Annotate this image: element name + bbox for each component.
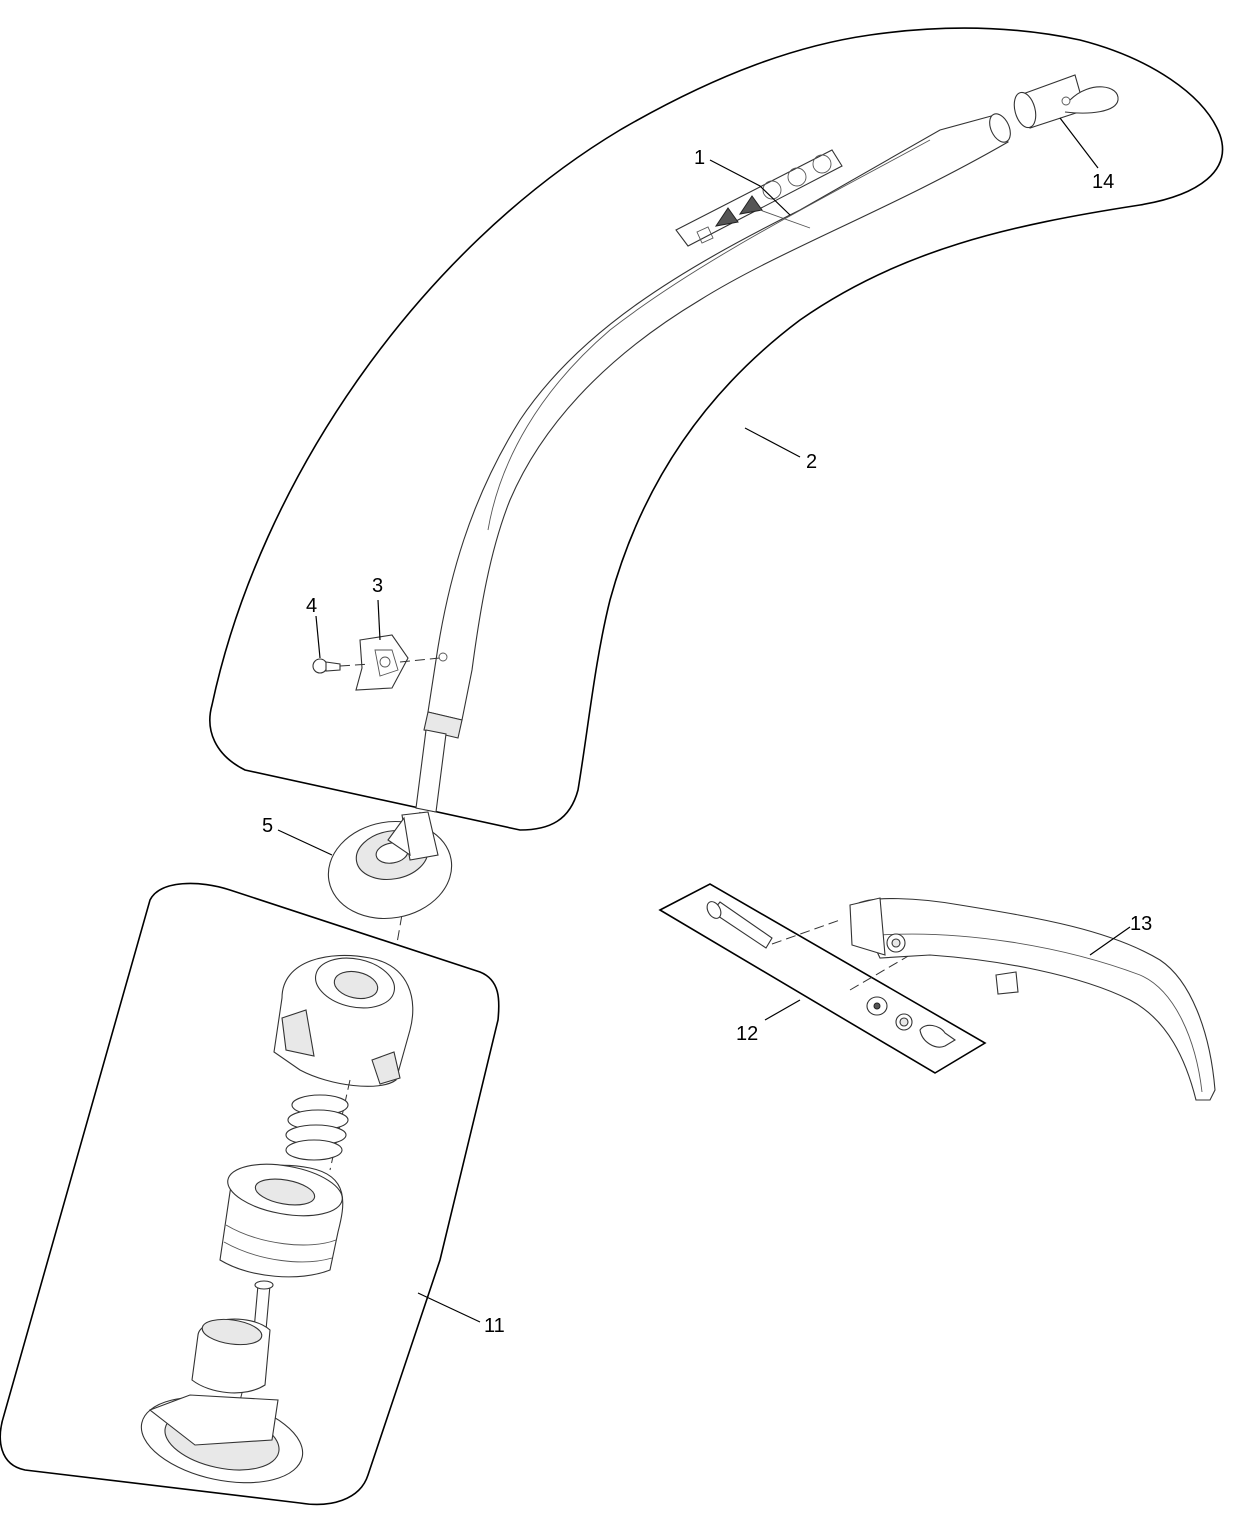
callout-13: 13 — [1130, 913, 1152, 935]
guard-washer — [327, 811, 453, 920]
safety-decal — [675, 149, 843, 247]
callout-11: 11 — [484, 1315, 505, 1337]
spool-cover — [273, 954, 414, 1087]
callout-4: 4 — [306, 595, 317, 617]
spool — [219, 1163, 344, 1278]
spool-bolt — [253, 1280, 274, 1331]
callout-1: 1 — [694, 147, 705, 169]
callout-5: 5 — [262, 815, 273, 837]
leader-3 — [377, 599, 381, 641]
leader-14 — [1059, 117, 1099, 169]
leader-1 — [709, 159, 791, 216]
trimmer-base — [140, 1394, 304, 1484]
shaft-assembly-outline — [209, 27, 1224, 831]
callout-3: 3 — [372, 575, 383, 597]
eyelet-insert — [191, 1318, 271, 1394]
leader-5 — [277, 829, 333, 856]
leader-2 — [744, 427, 801, 458]
handle-bracket — [1013, 74, 1119, 129]
screw — [312, 658, 341, 674]
leader-12 — [764, 999, 801, 1021]
no-entry-icon — [762, 180, 782, 200]
warning-icon — [738, 195, 763, 215]
eye-ear-protection-icon — [812, 154, 832, 174]
leader-11 — [417, 1292, 481, 1323]
no-bystanders-icon — [787, 167, 807, 187]
leader-4 — [315, 615, 321, 659]
callout-12: 12 — [736, 1023, 758, 1045]
leader-13 — [1089, 926, 1131, 956]
spring — [285, 1094, 349, 1161]
warning-icon — [696, 226, 714, 244]
warning-icon — [714, 207, 739, 227]
callout-2: 2 — [806, 451, 817, 473]
shaft-clamp — [355, 634, 409, 691]
hardware-kit — [658, 883, 987, 1074]
callout-14: 14 — [1092, 171, 1114, 193]
trimmer-guard — [849, 897, 1216, 1101]
shaft-tube — [415, 113, 1011, 813]
